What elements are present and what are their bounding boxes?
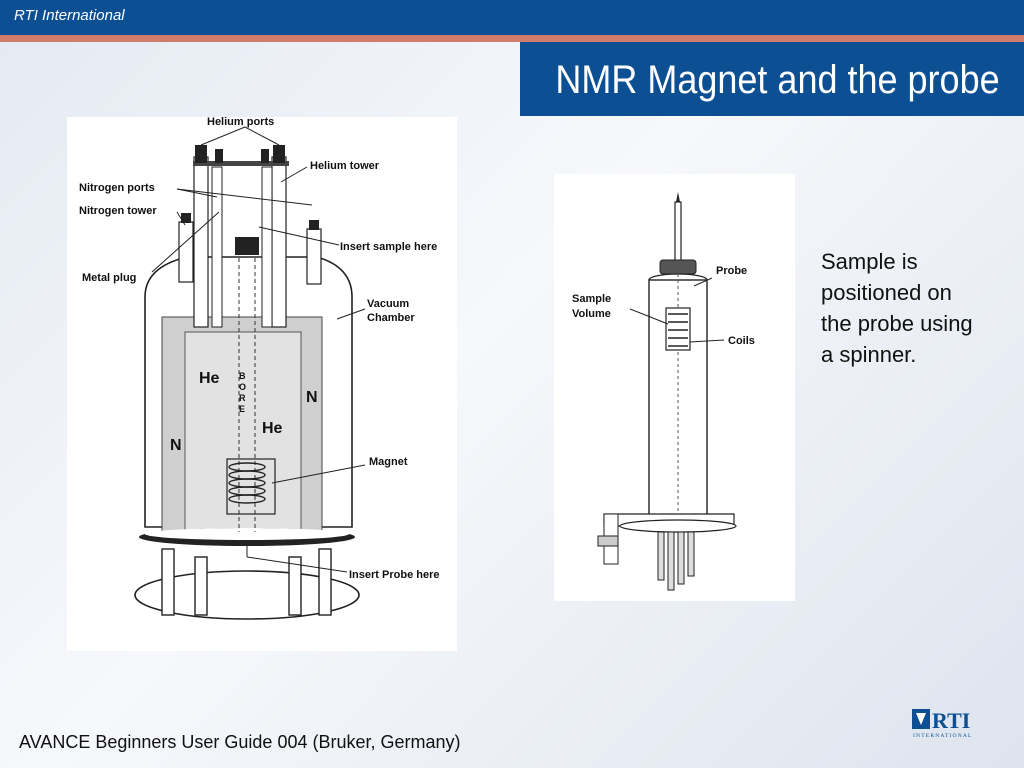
label-probe: Probe xyxy=(716,265,747,277)
coil-windings xyxy=(668,313,688,347)
label-he-right: He xyxy=(262,420,283,437)
probe-rod xyxy=(687,531,695,577)
nmr-magnet-diagram: Helium ports Helium tower Nitrogen ports… xyxy=(67,117,457,651)
helium-tower-right xyxy=(271,156,287,328)
spinner xyxy=(659,259,697,275)
nitrogen-port xyxy=(309,220,319,230)
nitrogen-tube xyxy=(261,166,273,328)
label-insert-probe: Insert Probe here xyxy=(349,569,439,581)
helium-port xyxy=(261,149,269,163)
source-citation: AVANCE Beginners User Guide 004 (Bruker,… xyxy=(19,732,461,752)
helium-port xyxy=(215,149,223,163)
label-metal-plug: Metal plug xyxy=(82,272,136,284)
coil-box xyxy=(665,307,691,351)
leg xyxy=(288,556,302,616)
label-bore-r: R xyxy=(239,393,246,403)
rti-logo-mark: RTI INTERNATIONAL xyxy=(912,708,973,739)
label-n-right: N xyxy=(306,389,318,406)
nitrogen-tower-left xyxy=(178,221,194,283)
nitrogen-port xyxy=(181,213,191,223)
probe-rod xyxy=(677,531,685,585)
probe-connector xyxy=(597,535,619,547)
label-magnet: Magnet xyxy=(369,456,408,468)
label-sample: Sample xyxy=(572,293,611,305)
slide-title: NMR Magnet and the probe xyxy=(555,58,1000,102)
helium-port xyxy=(273,145,285,163)
magnet-illustration: Helium ports Helium tower Nitrogen ports… xyxy=(79,117,439,620)
sample-tube-tip xyxy=(676,192,680,202)
logo-text: RTI xyxy=(932,708,970,733)
label-coils: Coils xyxy=(728,335,755,347)
header-stripe xyxy=(0,35,1024,42)
nitrogen-tower-right xyxy=(306,228,322,285)
title-box: NMR Magnet and the probe xyxy=(520,42,1024,116)
dewar-rim-inner xyxy=(145,528,349,540)
helium-tower-left xyxy=(193,156,209,328)
caption-line: a spinner. xyxy=(821,342,917,367)
label-nitrogen-ports: Nitrogen ports xyxy=(79,182,155,194)
leg xyxy=(318,548,332,616)
label-helium-ports: Helium ports xyxy=(207,117,274,128)
leader-lines xyxy=(151,126,366,573)
label-he-left: He xyxy=(199,370,220,387)
probe-flange-rim xyxy=(619,519,737,533)
sample-tube xyxy=(674,201,682,263)
probe-rod xyxy=(657,531,665,581)
label-volume: Volume xyxy=(572,308,611,320)
label-bore-e: E xyxy=(239,404,245,414)
base-plate xyxy=(134,570,360,620)
probe-illustration: Probe Sample Volume Coils xyxy=(572,192,755,591)
helium-region xyxy=(184,331,302,533)
magnet-coil xyxy=(228,462,266,504)
caption-line: the probe using xyxy=(821,311,973,336)
label-chamber: Chamber xyxy=(367,312,415,324)
header-bar xyxy=(0,0,1024,35)
leg xyxy=(194,556,208,616)
rti-logo: RTI INTERNATIONAL xyxy=(912,707,990,739)
label-bore-o: O xyxy=(239,382,246,392)
org-name: RTI International xyxy=(14,7,125,24)
caption-text: Sample is positioned on the probe using … xyxy=(821,246,1011,370)
caption-line: positioned on xyxy=(821,280,952,305)
nitrogen-tube xyxy=(211,166,223,328)
leg xyxy=(161,548,175,616)
probe-rod xyxy=(667,531,675,591)
helium-port xyxy=(195,145,207,163)
label-bore-b: B xyxy=(239,371,246,381)
label-vacuum: Vacuum xyxy=(367,298,409,310)
magnet-box xyxy=(226,458,276,515)
nmr-probe-diagram: Probe Sample Volume Coils xyxy=(554,174,795,601)
label-n-left: N xyxy=(170,437,182,454)
helium-manifold xyxy=(193,161,289,166)
probe-leader-lines xyxy=(629,277,725,343)
sample-insert-cap xyxy=(235,237,259,255)
label-helium-tower: Helium tower xyxy=(310,160,380,172)
logo-subtext: INTERNATIONAL xyxy=(913,733,973,739)
label-insert-sample: Insert sample here xyxy=(340,241,437,253)
caption-line: Sample is xyxy=(821,249,918,274)
label-nitrogen-tower: Nitrogen tower xyxy=(79,205,157,217)
